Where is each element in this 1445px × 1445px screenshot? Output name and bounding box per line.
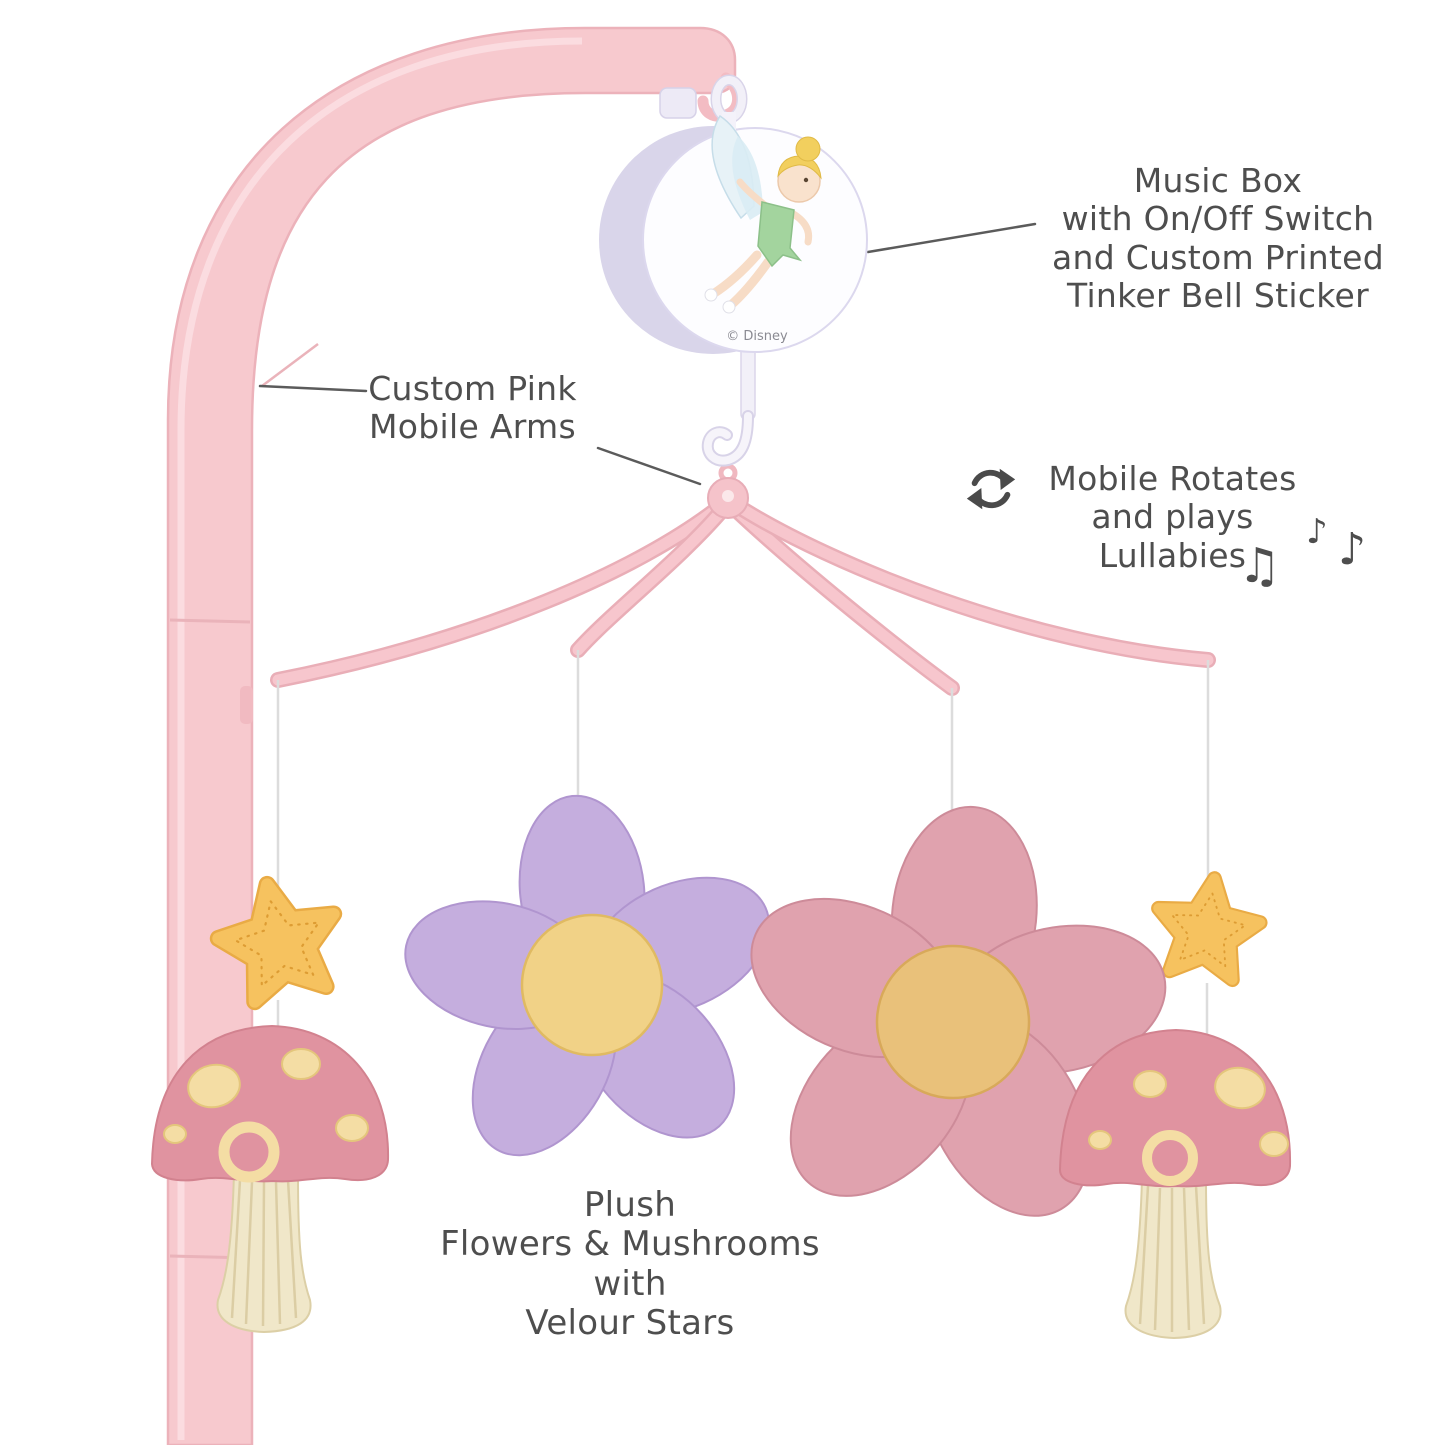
- music-note-icon: ♪: [1306, 512, 1328, 552]
- music-note-icon: ♫: [1238, 538, 1282, 594]
- plush-mushroom-right: [1058, 1028, 1292, 1340]
- annotation-rotate: Mobile Rotates and plays Lullabies: [1048, 459, 1297, 575]
- plush-flower-pink: [750, 805, 1167, 1217]
- annotation-plush: Plush Flowers & Mushrooms with Velour St…: [440, 1185, 820, 1344]
- music-box-switch: [659, 87, 697, 119]
- disney-credit: © Disney: [726, 329, 788, 344]
- music-box-bottom-hook: [703, 412, 752, 465]
- callout-line-arms-right: [596, 446, 702, 486]
- rotate-icon: [962, 460, 1020, 518]
- tinker-bell-sticker: [704, 114, 822, 314]
- mobile-frame-arms: [270, 497, 1216, 696]
- annotation-mobile-arms: Custom Pink Mobile Arms: [368, 369, 577, 447]
- plush-flower-purple: [404, 794, 771, 1157]
- plush-star-left: [209, 875, 343, 1011]
- plush-mushroom-left: [150, 1024, 390, 1334]
- callout-line-arms-left: [258, 384, 368, 393]
- frame-hub: [707, 463, 749, 519]
- music-box: © Disney: [599, 74, 868, 467]
- plush-star-right: [1151, 871, 1268, 988]
- annotation-music-box: Music Box with On/Off Switch and Custom …: [1051, 161, 1385, 315]
- pole-clamp: [240, 686, 253, 724]
- callout-line-music-box: [866, 222, 1037, 254]
- music-note-icon: ♪: [1338, 524, 1367, 575]
